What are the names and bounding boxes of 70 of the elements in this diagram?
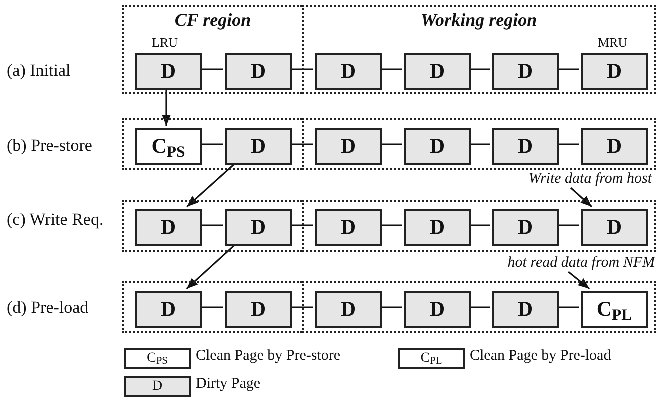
region-frame [302, 118, 656, 170]
page-box: D [581, 209, 648, 246]
region-frame [122, 5, 302, 94]
page-box: D [492, 291, 559, 328]
page-box: D [404, 291, 471, 328]
link-line [290, 306, 313, 308]
region-frame [122, 200, 302, 252]
page-box: D [581, 128, 648, 165]
legend-text: Clean Page by Pre-store [196, 347, 341, 366]
link-line [469, 144, 490, 146]
arrow [162, 88, 171, 126]
link-line [469, 306, 490, 308]
page-box: D [581, 53, 648, 90]
legend-swatch: D [124, 376, 191, 397]
row-label: (d) Pre-load [7, 297, 89, 319]
link-line [200, 68, 223, 70]
link-line [290, 224, 313, 226]
page-box: C$_{PL}$ [581, 291, 648, 328]
legend-swatch: C$_{PL}$ [398, 348, 465, 369]
link-line [380, 144, 402, 146]
page-box: D [135, 53, 202, 90]
link-line [290, 144, 313, 146]
link-line [380, 306, 402, 308]
link-line [200, 306, 223, 308]
page-box: D [492, 209, 559, 246]
region-heading: CF region [174, 9, 252, 32]
page-box: D [135, 209, 202, 246]
link-line [200, 144, 223, 146]
link-line [469, 68, 490, 70]
link-line [557, 68, 579, 70]
annotation-text: hot read data from NFM [460, 254, 655, 272]
link-line [200, 224, 223, 226]
position-label: LRU [152, 34, 178, 52]
legend-text: Clean Page by Pre-load [470, 347, 612, 366]
arrow [570, 187, 593, 208]
page-box: C$_{PS}$ [135, 128, 202, 165]
link-line [380, 224, 402, 226]
page-box: D [225, 128, 292, 165]
region-frame [302, 200, 656, 252]
row-label: (c) Write Req. [7, 209, 104, 231]
link-line [380, 68, 402, 70]
legend-swatch: C$_{PS}$ [124, 348, 191, 369]
link-line [290, 68, 313, 70]
page-box: D [315, 291, 382, 328]
region-frame [122, 118, 302, 170]
page-box: D [404, 128, 471, 165]
page-box: D [315, 209, 382, 246]
page-box: D [492, 53, 559, 90]
page-box: D [225, 291, 292, 328]
link-line [469, 224, 490, 226]
page-box: D [135, 291, 202, 328]
page-box: D [225, 53, 292, 90]
region-heading: Working region [420, 9, 538, 32]
page-box: D [315, 128, 382, 165]
page-box: D [225, 209, 292, 246]
region-frame [122, 281, 302, 333]
legend-text: Dirty Page [196, 375, 261, 394]
page-box: D [404, 209, 471, 246]
annotation-text: Write data from host [470, 170, 652, 188]
link-line [557, 144, 579, 146]
row-label: (a) Initial [7, 60, 71, 82]
position-label: MRU [598, 34, 628, 52]
row-label: (b) Pre-store [7, 135, 92, 157]
link-line [557, 224, 579, 226]
page-box: D [315, 53, 382, 90]
page-box: D [492, 128, 559, 165]
region-frame [302, 281, 656, 333]
page-box: D [404, 53, 471, 90]
link-line [557, 306, 579, 308]
region-frame [302, 5, 656, 94]
